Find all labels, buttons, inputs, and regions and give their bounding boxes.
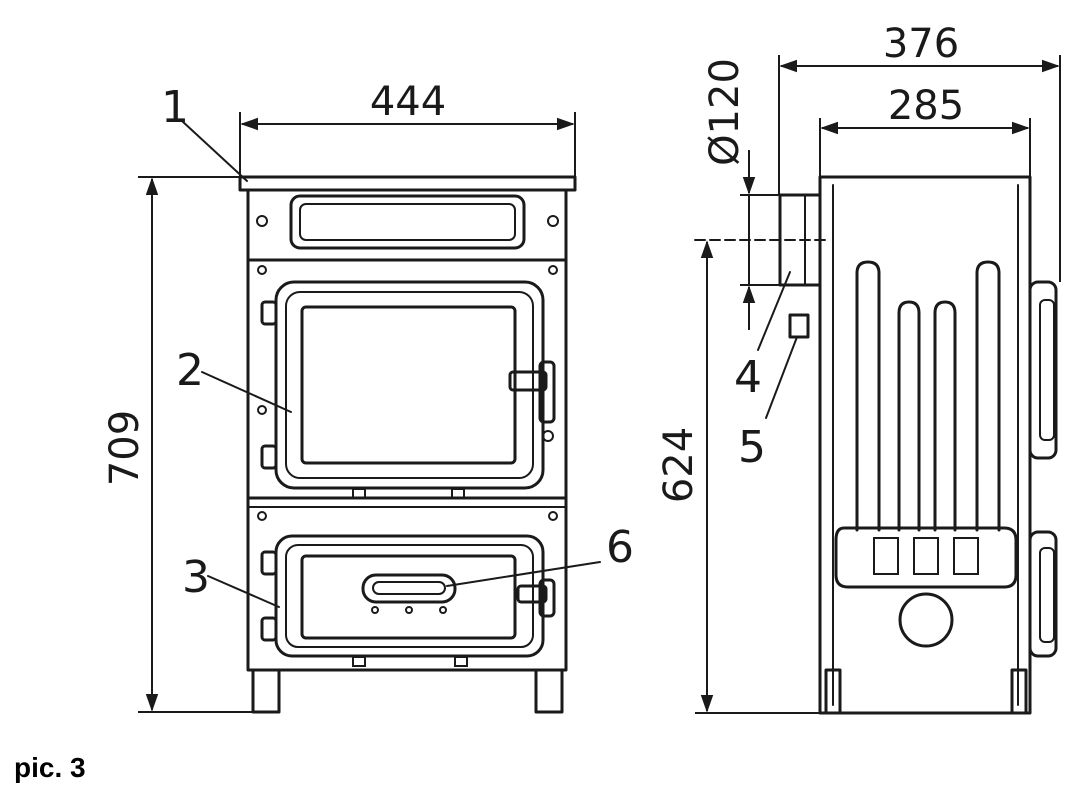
front-dimensions: 444 709 [102, 79, 576, 713]
side-dimensions: 376 285 Ø120 624 [656, 21, 1061, 714]
rib-base [834, 526, 1018, 589]
width-dimension-label: 444 [370, 79, 446, 125]
top-plate [238, 175, 577, 192]
flue-height-dimension-label: 624 [656, 427, 702, 503]
side-round-opening [898, 592, 954, 648]
figure-caption: pic. 3 [14, 752, 86, 783]
flue-damper [788, 313, 810, 339]
right-leg [534, 668, 564, 714]
top-panel-opening [289, 194, 526, 250]
body-depth-dimension-label: 285 [888, 83, 964, 129]
left-leg [251, 668, 281, 714]
label-2: 2 [176, 345, 204, 396]
side-labels: 4 5 [734, 271, 798, 473]
depth-dimension-label: 376 [883, 21, 959, 67]
side-door-profile-upper [1028, 280, 1058, 460]
label-3: 3 [182, 552, 210, 603]
fire-door-glass [300, 305, 517, 465]
front-labels: 1 2 3 6 [161, 82, 634, 608]
flue-diameter-label: Ø120 [702, 58, 748, 166]
height-dimension-label: 709 [102, 410, 148, 486]
fire-door [274, 280, 545, 490]
stove-body [246, 188, 568, 672]
air-regulator [361, 573, 457, 604]
label-1: 1 [161, 82, 189, 133]
label-5: 5 [738, 422, 766, 473]
label-6: 6 [606, 522, 634, 573]
side-door-profile-lower [1028, 530, 1058, 658]
side-view [778, 175, 1058, 715]
ash-door [274, 534, 545, 658]
fire-door-handle [508, 370, 548, 392]
label-4: 4 [734, 352, 762, 403]
front-view [238, 175, 577, 714]
